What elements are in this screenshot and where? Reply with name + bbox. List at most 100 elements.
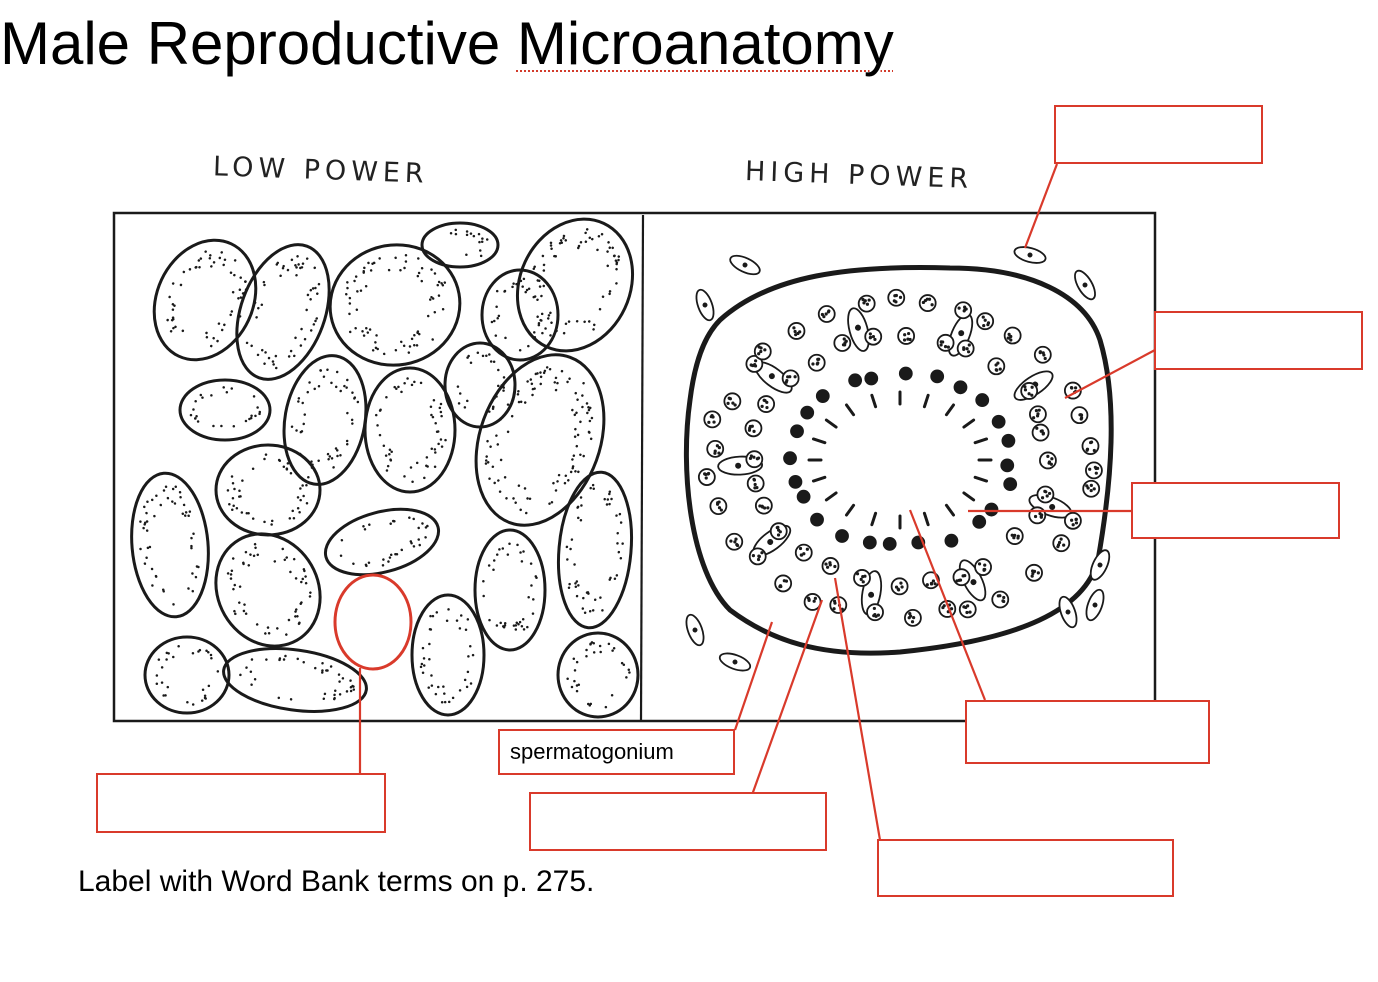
stipple-dot	[188, 268, 192, 271]
germ-cell	[898, 366, 913, 381]
chromatin-dot	[923, 299, 927, 303]
stipple-dot	[231, 557, 235, 560]
stipple-dot	[305, 257, 309, 260]
chromatin-dot	[765, 400, 769, 404]
label-box-bottom-center[interactable]	[529, 792, 827, 851]
tubule-stipple-group	[189, 386, 262, 428]
stipple-dot	[274, 354, 278, 358]
label-box-spermatogonium[interactable]: spermatogonium	[498, 729, 735, 775]
stipple-dot	[539, 371, 542, 374]
low-power-panel	[130, 217, 640, 719]
chromatin-dot	[1074, 521, 1079, 525]
chromatin-dot	[892, 299, 896, 303]
stipple-dot	[581, 394, 584, 397]
stipple-dot	[589, 437, 593, 441]
stipple-dot	[139, 520, 142, 523]
stipple-dot	[177, 645, 180, 648]
stipple-dot	[195, 414, 198, 418]
stipple-dot	[562, 234, 566, 238]
stipple-dot	[503, 624, 507, 627]
spermatid	[962, 418, 976, 429]
stipple-dot	[166, 318, 169, 322]
spermatid	[944, 403, 955, 417]
stipple-dot	[303, 413, 307, 416]
stipple-dot	[574, 470, 577, 473]
stipple-dot	[592, 328, 595, 331]
stipple-dot	[466, 670, 470, 674]
stipple-dot	[143, 562, 147, 565]
stipple-dot	[264, 453, 268, 456]
stipple-dot	[457, 402, 461, 405]
chromatin-dot	[942, 604, 946, 608]
stipple-dot	[250, 683, 253, 686]
chromatin-dot	[1079, 413, 1083, 417]
label-box-low-power[interactable]	[96, 773, 386, 833]
stipple-dot	[574, 585, 578, 589]
stipple-dot	[300, 580, 303, 584]
label-box-top-right[interactable]	[1054, 105, 1263, 164]
chromatin-dot	[855, 572, 860, 576]
label-box-right-upper[interactable]	[1154, 311, 1363, 370]
tubule	[474, 353, 606, 527]
stipple-dot	[579, 453, 582, 456]
leader-bottom-right-upper	[908, 509, 987, 701]
stipple-dot	[610, 497, 613, 501]
stipple-dot	[426, 524, 429, 528]
tubule	[152, 238, 258, 362]
stipple-dot	[267, 356, 271, 360]
tubule-stipple-group	[456, 351, 506, 413]
page-title: Male Reproductive Microanatomy	[0, 8, 894, 80]
stipple-dot	[567, 586, 571, 590]
stipple-dot	[389, 522, 392, 525]
stipple-dot	[592, 487, 595, 491]
germ-cell	[897, 327, 916, 345]
interstitial-cell	[729, 254, 761, 276]
tubule	[214, 532, 322, 648]
label-box-right-middle[interactable]	[1131, 482, 1340, 539]
stipple-dot	[526, 497, 529, 500]
stipple-dot	[258, 410, 262, 414]
stipple-dot	[431, 614, 435, 618]
stipple-dot	[528, 497, 532, 500]
chromatin-dot	[1059, 537, 1063, 541]
chromatin-dot	[811, 362, 815, 366]
stipple-dot	[376, 424, 379, 427]
tubule-stipple-group	[345, 254, 447, 356]
stipple-dot	[260, 303, 264, 307]
chromatin-dot	[1085, 484, 1089, 488]
stipple-dot	[608, 490, 612, 494]
stipple-dot	[355, 308, 359, 312]
stipple-dot	[199, 393, 203, 397]
stipple-dot	[182, 503, 186, 507]
stipple-dot	[554, 489, 558, 492]
stipple-dot	[190, 546, 193, 550]
chromatin-dot	[946, 345, 950, 349]
interstitial-cell	[1058, 595, 1078, 629]
label-box-bottom-right-upper[interactable]	[965, 700, 1210, 764]
stipple-dot	[403, 475, 406, 478]
stipple-dot	[407, 351, 411, 354]
chromatin-dot	[822, 315, 826, 319]
germ-cell	[1036, 485, 1055, 504]
stipple-dot	[586, 411, 589, 415]
stipple-dot	[285, 556, 288, 559]
leader-bottom-right-lower	[833, 577, 882, 841]
stipple-dot	[404, 254, 408, 257]
stipple-dot	[519, 400, 523, 404]
stipple-dot	[388, 453, 391, 456]
stipple-dot	[524, 290, 527, 294]
tubule-stipple-group	[565, 483, 624, 614]
chromatin-dot	[861, 580, 865, 584]
stipple-dot	[582, 381, 585, 385]
label-box-bottom-right-lower[interactable]	[877, 839, 1174, 897]
chromatin-dot	[1016, 536, 1020, 540]
stipple-dot	[481, 237, 484, 240]
stipple-dot	[238, 288, 242, 291]
stipple-dot	[325, 669, 328, 672]
chromatin-dot	[750, 424, 754, 428]
stipple-dot	[169, 330, 173, 333]
stipple-dot	[445, 619, 449, 623]
chromatin-dot	[798, 546, 803, 551]
chromatin-dot	[1009, 338, 1013, 342]
stipple-dot	[309, 329, 313, 332]
